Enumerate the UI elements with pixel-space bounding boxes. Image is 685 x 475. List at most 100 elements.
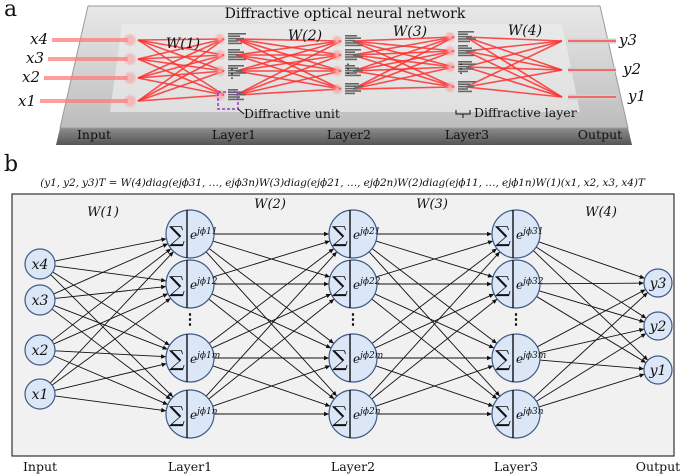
edge-arrowhead xyxy=(640,313,647,319)
network-edge xyxy=(538,290,645,323)
beam-path xyxy=(352,36,455,56)
network-edge xyxy=(539,359,645,370)
phase-bar xyxy=(228,37,244,40)
network-edge xyxy=(54,363,167,391)
network-edge xyxy=(371,298,498,400)
edge-arrowhead xyxy=(487,402,494,407)
network-edge xyxy=(538,241,645,279)
edge-arrowhead xyxy=(167,391,174,398)
phase-bar xyxy=(228,51,244,53)
phase-bar xyxy=(458,35,472,38)
phase-bar xyxy=(458,88,468,90)
beam-path xyxy=(235,88,342,96)
phase-bar xyxy=(458,38,476,40)
edge-arrowhead xyxy=(324,402,331,407)
beam-path xyxy=(465,86,563,98)
phase-bar xyxy=(458,47,472,49)
neuron-node: ∑ejϕ1n xyxy=(165,389,218,439)
beam-path xyxy=(352,50,455,90)
beam-path xyxy=(465,40,563,68)
network-edge xyxy=(208,248,335,344)
layer-ellipsis: ⋮ xyxy=(346,310,361,328)
beam-path xyxy=(352,66,455,90)
neuron-node: ∑ejϕ2m xyxy=(328,333,383,383)
sum-symbol: ∑ xyxy=(495,347,511,372)
network-edge xyxy=(212,240,331,278)
phase-bar xyxy=(458,68,474,70)
edge-arrowhead xyxy=(164,340,170,346)
neuron-circle xyxy=(328,333,378,383)
phase-bar xyxy=(345,39,355,42)
edge-arrowhead xyxy=(331,390,337,397)
layer-ellipsis: ⋮ xyxy=(183,310,198,328)
phase-bar xyxy=(345,53,359,56)
phase-bar xyxy=(458,65,470,68)
network-edge xyxy=(533,250,649,361)
output-node-label: y2 xyxy=(649,319,667,335)
phase-bar xyxy=(228,98,244,101)
input-node xyxy=(24,334,56,366)
edge-arrowhead xyxy=(328,338,334,344)
beam-path xyxy=(235,40,342,56)
waveguides xyxy=(40,33,616,108)
phase-bar xyxy=(228,33,246,35)
edge-arrowhead xyxy=(324,273,331,278)
network-edge xyxy=(536,332,647,402)
beam-path xyxy=(352,54,455,88)
diffractive-unit xyxy=(331,83,363,95)
input-port-glow xyxy=(123,33,137,47)
neuron-node: ∑ejϕ11 xyxy=(165,209,218,259)
edge-arrowhead xyxy=(324,231,329,237)
output-node xyxy=(643,311,673,341)
diffractive-unit xyxy=(331,49,363,61)
phase-bar xyxy=(458,70,468,73)
phase-bar xyxy=(458,31,474,33)
edge-arrowhead xyxy=(160,284,167,290)
ellipsis-a-3: ⋮ xyxy=(455,62,468,77)
edge-arrowhead xyxy=(640,333,647,338)
phase-bar xyxy=(458,61,472,63)
neuron-circle xyxy=(491,209,541,259)
edge-arrowhead xyxy=(162,293,169,298)
beam-path xyxy=(137,54,225,79)
edge-arrowhead xyxy=(491,338,497,344)
beam-path xyxy=(352,36,455,72)
beam-path xyxy=(137,70,225,102)
edge-arrowhead xyxy=(161,362,167,367)
edge-arrowhead xyxy=(491,298,498,304)
sum-symbol: ∑ xyxy=(332,347,348,372)
network-edge xyxy=(205,251,338,397)
panel-a-label: a xyxy=(4,0,18,22)
diffractive-unit-box xyxy=(217,91,239,110)
weight-label-b-4: W(4) xyxy=(585,205,617,220)
diffractive-unit xyxy=(214,49,246,61)
output-node xyxy=(643,268,673,298)
diffractive-unit xyxy=(331,65,363,77)
input-label-a-x3: x3 xyxy=(26,49,44,67)
network-edge xyxy=(51,297,171,386)
network-edge xyxy=(50,274,174,398)
edge-arrowhead xyxy=(160,407,167,413)
beam-path xyxy=(352,86,455,90)
sum-symbol: ∑ xyxy=(332,223,348,248)
phase-bar xyxy=(228,93,246,96)
phase-bar xyxy=(345,65,355,67)
phase-bar xyxy=(458,90,472,93)
phase-bar xyxy=(228,69,242,72)
bottom-label-a-layer1: Layer1 xyxy=(212,127,256,142)
weight-label-a-3: W(3) xyxy=(393,24,427,40)
network-edge xyxy=(533,292,649,399)
neuron-circle xyxy=(328,209,378,259)
sum-symbol: ∑ xyxy=(332,403,348,428)
phase-bar xyxy=(345,85,363,87)
beam-path xyxy=(465,40,563,88)
beam-path xyxy=(235,54,342,90)
sum-symbol: ∑ xyxy=(495,403,511,428)
network-edge xyxy=(374,293,495,349)
edge-arrowhead xyxy=(487,281,492,287)
beam-path xyxy=(235,54,342,72)
beam-path xyxy=(235,70,342,96)
diffraction-glow xyxy=(331,65,343,77)
neuron-circle xyxy=(491,389,541,439)
diffraction-glow xyxy=(214,33,226,45)
